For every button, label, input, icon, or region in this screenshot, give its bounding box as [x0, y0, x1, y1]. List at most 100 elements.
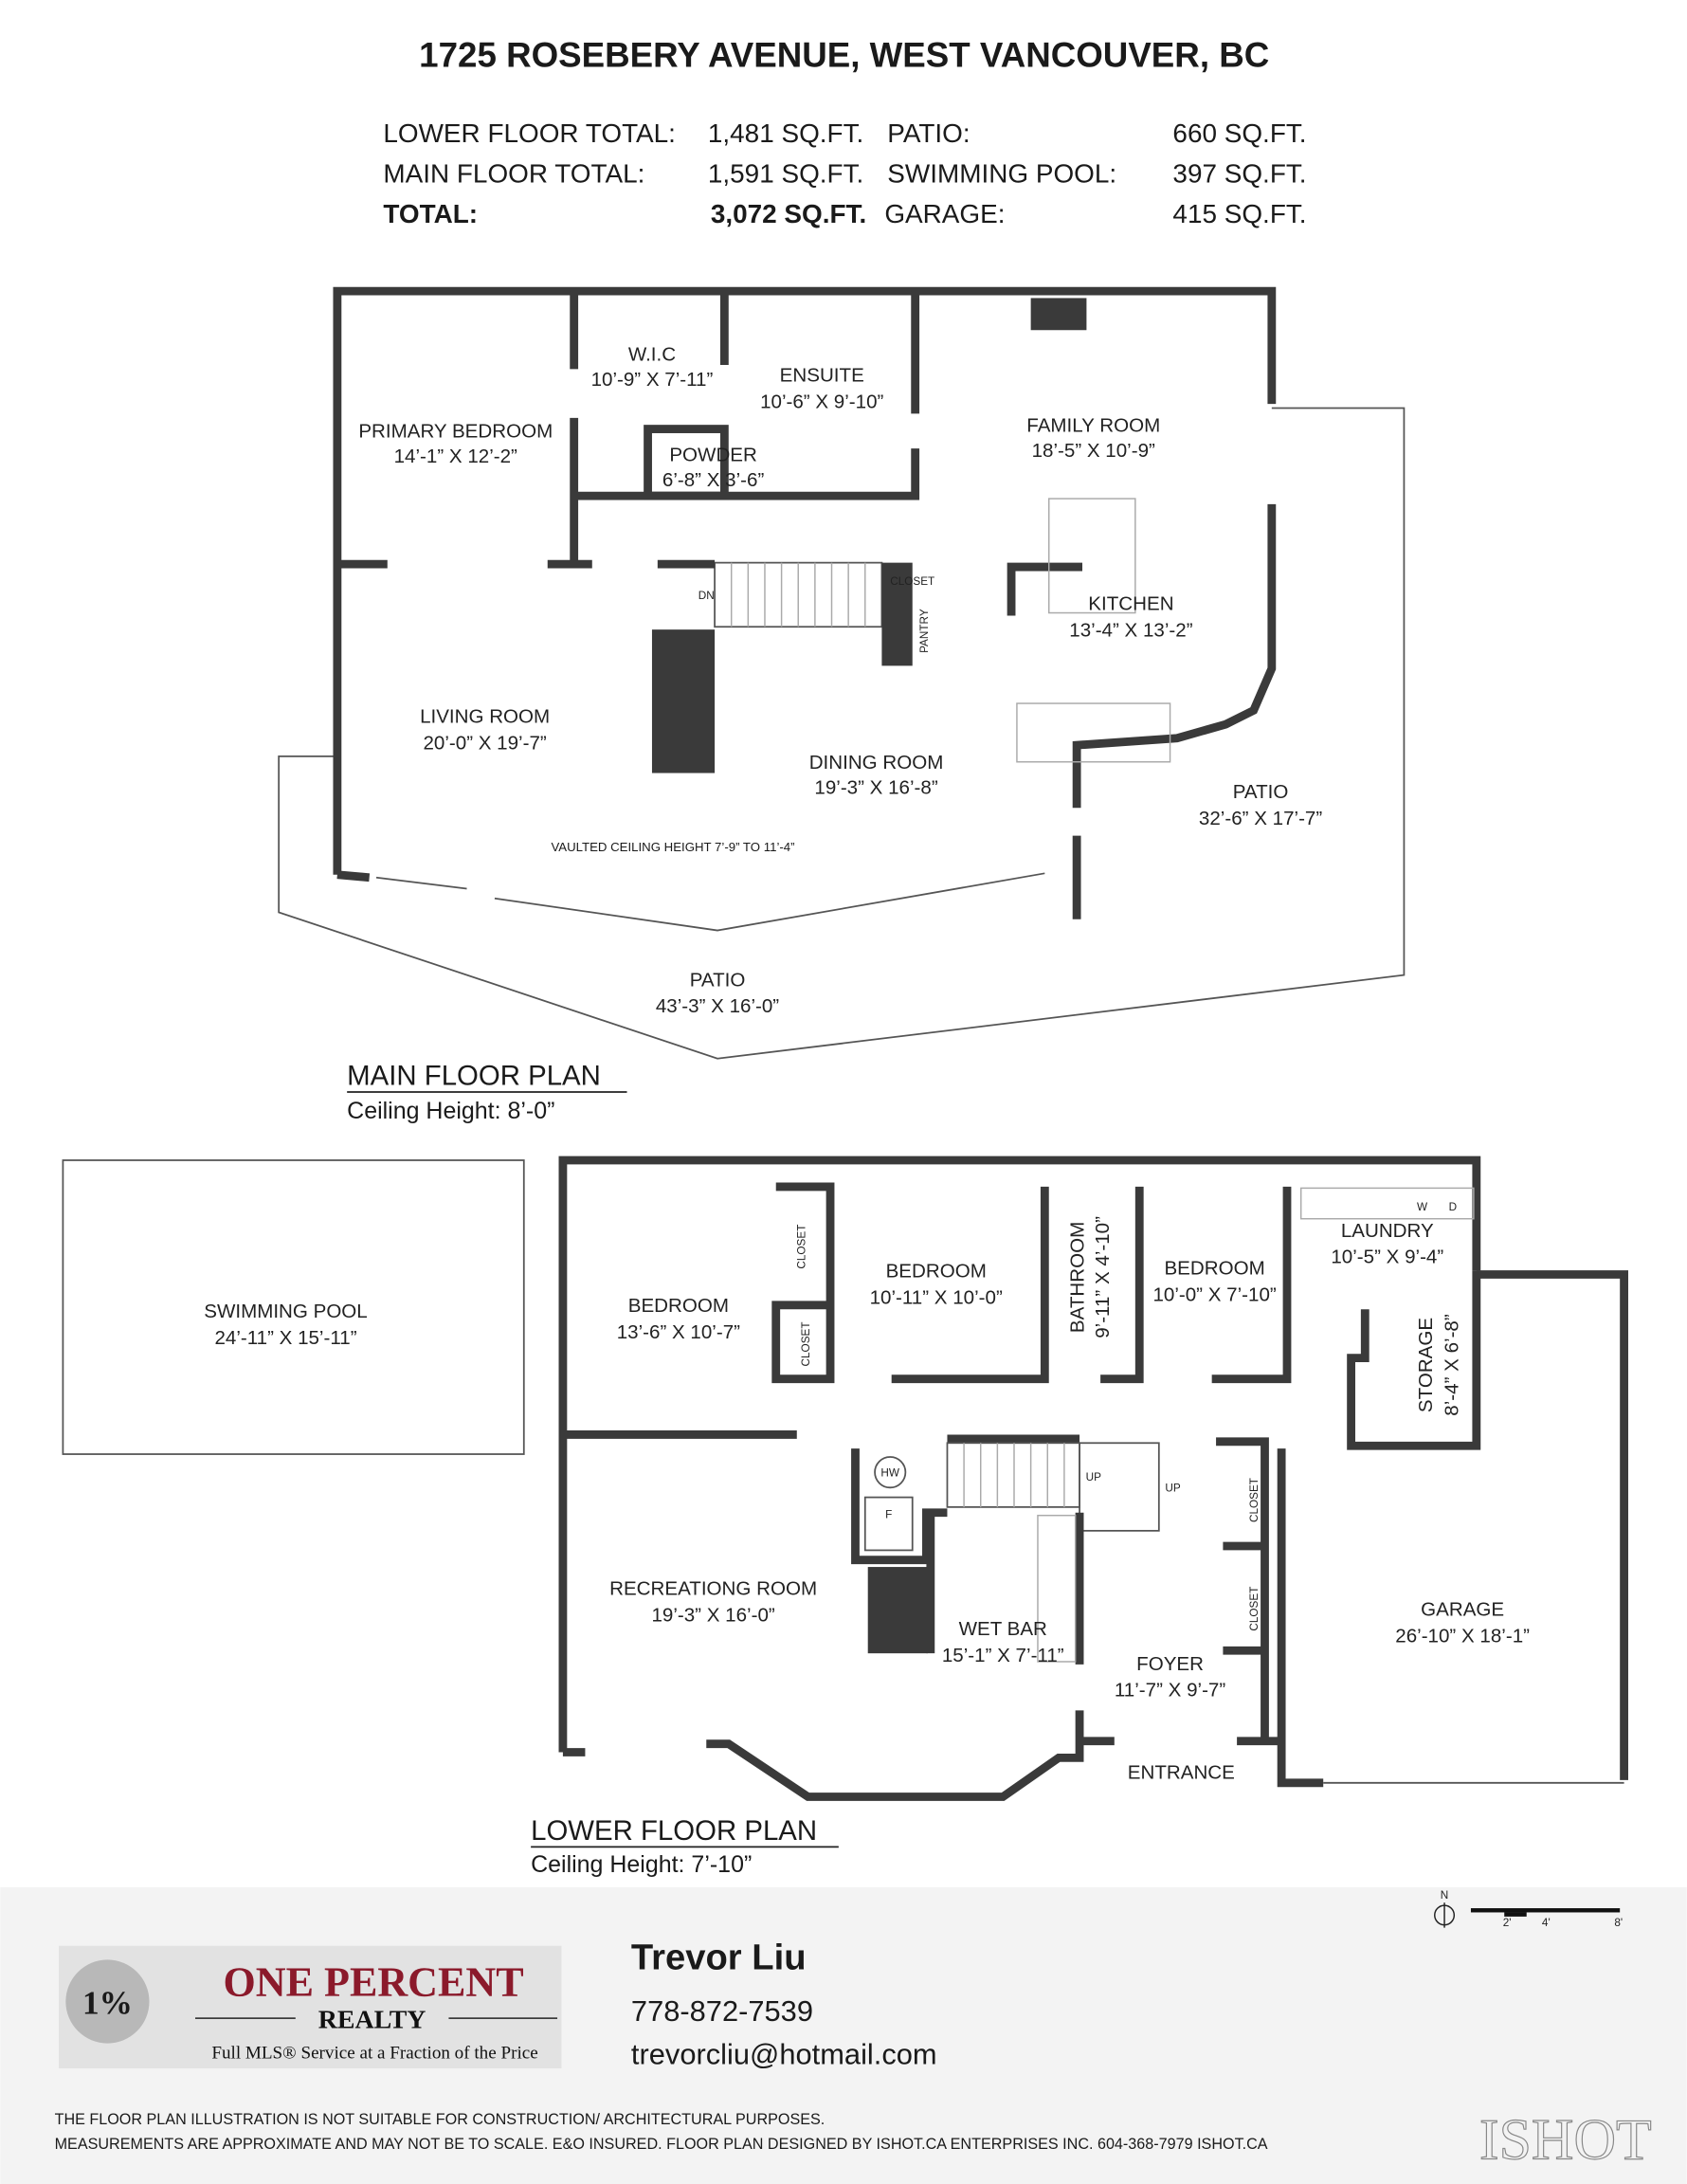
area-summary: LOWER FLOOR TOTAL: 1,481 SQ.FT. PATIO: 6… — [383, 118, 1306, 228]
room-size: 10’-6” X 9’-10” — [760, 391, 883, 413]
area-value: 3,072 SQ.FT. — [711, 199, 866, 228]
room-label: ENSUITE — [780, 365, 864, 387]
north-label: N — [1441, 1889, 1448, 1902]
main-floor-plan: DN PRIMARY BEDROOM 14’-1” X 12’-2” W.I.C… — [278, 286, 1406, 1124]
room-size: 14’-1” X 12’-2” — [394, 446, 517, 467]
stair-direction-label: UP — [1086, 1471, 1101, 1483]
area-value: 660 SQ.FT. — [1172, 118, 1306, 148]
scale-tick: 2' — [1503, 1917, 1512, 1929]
fireplace — [867, 1567, 928, 1654]
entrance-label: ENTRANCE — [1128, 1761, 1235, 1783]
area-value: 397 SQ.FT. — [1172, 158, 1306, 188]
room-size: 11’-7” X 9’-7” — [1115, 1680, 1225, 1702]
room-label: LAUNDRY — [1341, 1220, 1434, 1242]
vaulted-ceiling-note: VAULTED CEILING HEIGHT 7’-9” TO 11’-4” — [551, 840, 794, 854]
lower-floor-ceiling-height: Ceiling Height: 7’-10” — [531, 1851, 752, 1878]
window-wall — [494, 872, 1045, 932]
disclaimer-line-1: THE FLOOR PLAN ILLUSTRATION IS NOT SUITA… — [55, 2111, 825, 2128]
room-size: 8’-4” X 6’-8” — [1442, 1314, 1463, 1416]
area-label: PATIO: — [887, 118, 970, 148]
closet-pantry-block — [881, 562, 913, 666]
stair-direction-label: DN — [698, 590, 715, 602]
closet-label: CLOSET — [890, 575, 934, 588]
room-size: 24’-11” X 15’-11” — [214, 1327, 356, 1349]
room-label: STORAGE — [1415, 1318, 1437, 1412]
room-label: BEDROOM — [628, 1295, 729, 1317]
interior-wall — [891, 1186, 1049, 1384]
room-label: WET BAR — [959, 1618, 1047, 1640]
room-size: 10’-11” X 10’-0” — [870, 1286, 1003, 1308]
room-label: PRIMARY BEDROOM — [358, 420, 553, 442]
powder-room-wall — [644, 425, 729, 500]
room-label: FOYER — [1136, 1653, 1204, 1675]
area-label: GARAGE: — [884, 199, 1005, 228]
swimming-pool — [62, 1159, 525, 1455]
room-size: 20’-0” X 19’-7” — [423, 733, 546, 755]
fireplace — [651, 629, 716, 774]
scale-bar: N 2' 4' 8' — [1434, 1889, 1623, 1929]
pantry-label: PANTRY — [918, 609, 931, 653]
main-floor-ceiling-height: Ceiling Height: 8’-0” — [347, 1098, 554, 1124]
exterior-wall — [558, 1156, 1481, 1753]
room-size: 10’-0” X 7’-10” — [1152, 1283, 1276, 1305]
ishot-watermark-logo: ISHOT — [1479, 2108, 1652, 2173]
vaulted-window — [375, 876, 467, 890]
stair-treads — [963, 1443, 1065, 1507]
room-label: GARAGE — [1421, 1598, 1504, 1620]
logo-name: ONE PERCENT — [224, 1959, 524, 2006]
hot-water-tank — [874, 1456, 907, 1489]
closet-wall — [1216, 1437, 1269, 1741]
closet-label: CLOSET — [1248, 1478, 1261, 1522]
area-value: 415 SQ.FT. — [1172, 199, 1306, 228]
closet-label: CLOSET — [1248, 1587, 1261, 1631]
room-label: W.I.C — [628, 344, 676, 366]
area-label: LOWER FLOOR TOTAL: — [383, 118, 676, 148]
hot-water-label: HW — [880, 1467, 899, 1480]
room-label: PATIO — [1233, 781, 1289, 803]
storage-wall — [1347, 1270, 1481, 1450]
logo-sub: REALTY — [318, 2005, 426, 2034]
property-address-title: 1725 ROSEBERY AVENUE, WEST VANCOUVER, BC — [419, 36, 1269, 75]
agent-name: Trevor Liu — [631, 1938, 807, 1978]
area-label: SWIMMING POOL: — [887, 158, 1116, 188]
stairs-lower — [1079, 1442, 1160, 1532]
garage-wall — [1277, 1448, 1324, 1788]
area-label: MAIN FLOOR TOTAL: — [383, 158, 644, 188]
room-label: POWDER — [669, 444, 757, 465]
room-size: 13’-6” X 10’-7” — [617, 1321, 740, 1343]
room-size: 15’-1” X 7’-11” — [942, 1645, 1064, 1666]
area-value: 1,481 SQ.FT. — [708, 118, 863, 148]
furnace — [863, 1496, 914, 1552]
stair-treads — [730, 562, 866, 628]
kitchen-counter — [1016, 702, 1171, 763]
washer-label: W — [1417, 1201, 1428, 1213]
room-size: 9’-11” X 4’-10” — [1092, 1216, 1114, 1338]
agent-phone[interactable]: 778-872-7539 — [631, 1994, 813, 2028]
stair-direction-label: UP — [1165, 1483, 1180, 1495]
room-label: RECREATIONG ROOM — [609, 1577, 817, 1599]
logo-tagline: Full MLS® Service at a Fraction of the P… — [211, 2044, 537, 2064]
dryer-label: D — [1449, 1201, 1457, 1213]
closet-label: CLOSET — [796, 1225, 808, 1269]
kitchen-island — [1048, 498, 1136, 614]
interior-wall — [1100, 1186, 1144, 1384]
family-fireplace — [1030, 298, 1087, 331]
room-size: 18’-5” X 10’-9” — [1032, 440, 1155, 462]
kitchen-wall — [1007, 562, 1082, 616]
room-size: 43’-3” X 16’-0” — [656, 995, 779, 1017]
brokerage-logo: 1% ONE PERCENT REALTY Full MLS® Service … — [59, 1945, 562, 2069]
room-size: 10’-5” X 9’-4” — [1331, 1247, 1443, 1268]
room-label: LIVING ROOM — [420, 706, 550, 728]
room-size: 19’-3” X 16’-8” — [814, 777, 937, 799]
lower-floor-plan: SWIMMING POOL 24’-11” X 15’-11” UP UP HW… — [62, 1156, 1628, 1878]
interior-wall — [1211, 1186, 1292, 1384]
area-value: 1,591 SQ.FT. — [708, 158, 863, 188]
disclaimer-line-2: MEASUREMENTS ARE APPROXIMATE AND MAY NOT… — [55, 2136, 1268, 2153]
logo-sphere — [65, 1959, 150, 2044]
room-size: 10’-9” X 7’-11” — [591, 369, 714, 391]
room-label: PATIO — [690, 969, 746, 991]
scale-tick: 8' — [1614, 1917, 1623, 1929]
main-floor-title: MAIN FLOOR PLAN — [347, 1061, 601, 1092]
agent-email[interactable]: trevorcliu@hotmail.com — [631, 2038, 937, 2071]
